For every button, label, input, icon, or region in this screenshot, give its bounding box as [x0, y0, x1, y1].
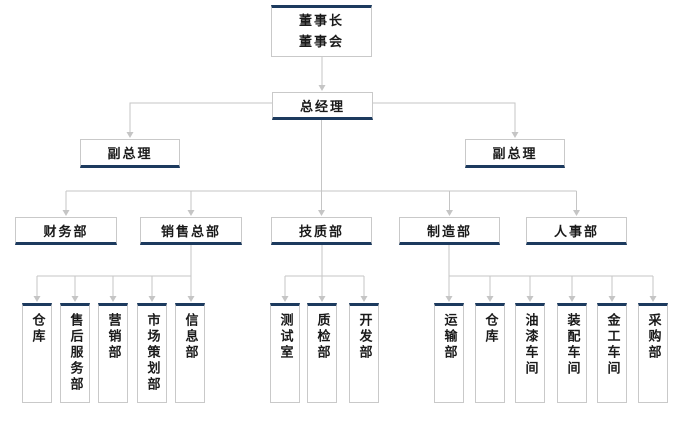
arrowhead-icon	[109, 296, 117, 302]
connector-paths	[36, 57, 654, 296]
arrowhead-icon	[318, 210, 325, 216]
node-label: 信息部	[182, 313, 198, 361]
node-label: 仓库	[482, 313, 498, 345]
arrowhead-icon	[126, 132, 134, 138]
node-label: 装配车间	[564, 313, 580, 377]
node-paint-workshop: 油漆车间	[515, 303, 545, 403]
node-label: 仓库	[29, 313, 45, 345]
arrowhead-icon	[649, 296, 657, 302]
node-label: 人事部	[553, 224, 599, 240]
arrowhead-icon	[568, 296, 576, 302]
arrowhead-icon	[445, 296, 453, 302]
arrowhead-icon	[511, 132, 519, 138]
node-label: 采购部	[645, 313, 661, 361]
node-general-manager: 总经理	[272, 92, 373, 120]
arrowhead-icon	[148, 296, 156, 302]
node-label: 营销部	[105, 313, 121, 361]
node-label: 开发部	[356, 313, 372, 361]
arrowhead-icon	[318, 296, 326, 302]
arrowhead-icon	[281, 296, 289, 302]
arrowhead-icon	[360, 296, 368, 302]
node-after-sales-service: 售后服务部	[60, 303, 90, 403]
node-label: 副总理	[492, 147, 538, 162]
connector	[129, 102, 272, 132]
node-label: 金工车间	[604, 313, 620, 377]
node-deputy-left: 副总理	[80, 139, 180, 168]
node-marketing: 营销部	[98, 303, 128, 403]
node-label: 财务部	[43, 224, 89, 240]
arrowhead-icon	[187, 296, 195, 302]
node-transport: 运输部	[434, 303, 464, 403]
arrowhead-icon	[187, 210, 195, 216]
node-assembly-workshop: 装配车间	[557, 303, 587, 403]
node-label: 技质部	[298, 224, 344, 240]
node-purchasing: 采购部	[638, 303, 668, 403]
node-label: 测试室	[277, 313, 293, 361]
node-dept-finance: 财务部	[15, 217, 117, 245]
node-test-room: 测试室	[270, 303, 300, 403]
node-dept-hr: 人事部	[526, 217, 627, 245]
node-metalwork-workshop: 金工车间	[597, 303, 627, 403]
node-warehouse-mfg: 仓库	[475, 303, 505, 403]
node-deputy-right: 副总理	[465, 139, 565, 168]
node-label: 制造部	[426, 224, 472, 240]
arrowhead-icon	[526, 296, 534, 302]
connector	[373, 102, 516, 132]
node-warehouse-sales: 仓库	[22, 303, 52, 403]
node-label: 总经理	[299, 99, 345, 115]
connector-arrowheads	[33, 85, 657, 302]
node-label: 售后服务部	[67, 313, 83, 393]
node-label: 油漆车间	[522, 313, 538, 377]
node-dept-sales-hq: 销售总部	[140, 217, 242, 245]
arrowhead-icon	[446, 210, 453, 216]
node-label: 质检部	[314, 313, 330, 361]
node-label: 副总理	[107, 147, 153, 162]
node-dept-tech-quality: 技质部	[271, 217, 372, 245]
node-label: 销售总部	[160, 224, 221, 240]
arrowhead-icon	[33, 296, 41, 302]
node-label: 运输部	[441, 313, 457, 361]
arrowhead-icon	[318, 85, 326, 91]
node-quality-inspection: 质检部	[307, 303, 337, 403]
arrowhead-icon	[486, 296, 494, 302]
node-label: 董事会	[298, 35, 344, 50]
node-label: 市场策划部	[144, 313, 160, 393]
node-information: 信息部	[175, 303, 205, 403]
node-market-planning: 市场策划部	[137, 303, 167, 403]
arrowhead-icon	[573, 210, 580, 216]
node-label: 董事长	[298, 14, 344, 29]
node-development: 开发部	[349, 303, 379, 403]
arrowhead-icon	[71, 296, 79, 302]
arrowhead-icon	[62, 210, 70, 216]
node-chairman-board: 董事长 董事会	[271, 5, 372, 57]
arrowhead-icon	[608, 296, 616, 302]
node-dept-manufacturing: 制造部	[399, 217, 500, 245]
